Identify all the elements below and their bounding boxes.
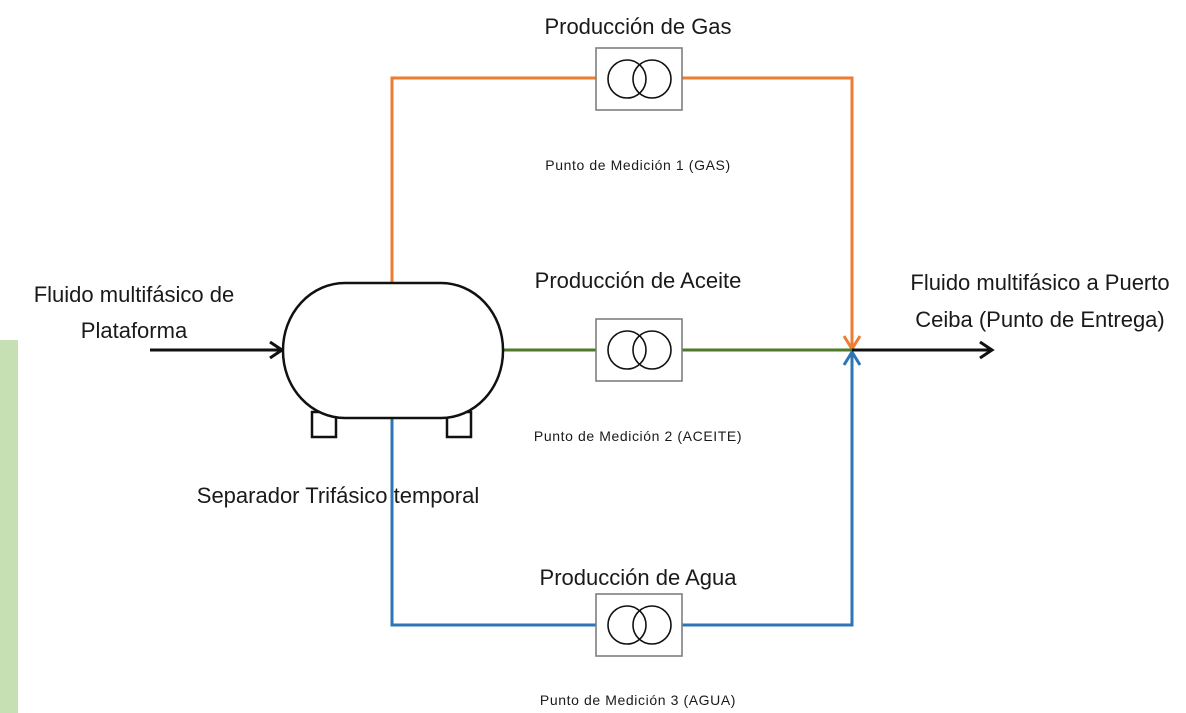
gas-flow-meter xyxy=(595,47,683,111)
gas-meter-rotor-right xyxy=(632,59,672,99)
oil-meter-rotor-left xyxy=(607,330,647,370)
oil-production-title: Producción de Aceite xyxy=(535,268,742,293)
water-stream: Producción de Agua Punto de Medición 3 (… xyxy=(390,349,862,708)
water-pipe-to-outlet xyxy=(682,352,854,627)
gas-meter-label: Punto de Medición 1 (GAS) xyxy=(545,157,730,173)
outlet-label-line2: Ceiba (Punto de Entrega) xyxy=(915,307,1165,332)
oil-stream: Producción de Aceite Punto de Medición 2… xyxy=(503,268,852,444)
gas-pipe-to-meter xyxy=(390,76,596,283)
gas-meter-rotor-left xyxy=(607,59,647,99)
water-arrow-head xyxy=(842,349,862,366)
side-strip xyxy=(0,340,18,713)
outlet-arrow-head xyxy=(979,340,995,360)
water-pipe-to-meter xyxy=(390,418,596,627)
three-phase-separator: Separador Trifásico temporal xyxy=(197,281,505,508)
separator-vessel xyxy=(281,281,505,420)
water-meter-label: Punto de Medición 3 (AGUA) xyxy=(540,692,736,708)
gas-pipe-to-outlet xyxy=(682,76,854,349)
gas-stream: Producción de Gas Punto de Medición 1 (G… xyxy=(390,14,862,352)
separator-label: Separador Trifásico temporal xyxy=(197,483,479,508)
inlet-label-line1: Fluido multifásico de xyxy=(34,282,235,307)
oil-meter-label: Punto de Medición 2 (ACEITE) xyxy=(534,428,742,444)
water-production-title: Producción de Agua xyxy=(540,565,738,590)
gas-production-title: Producción de Gas xyxy=(544,14,731,39)
water-meter-rotor-right xyxy=(632,605,672,645)
water-flow-meter xyxy=(595,593,683,657)
oil-meter-rotor-right xyxy=(632,330,672,370)
inlet-stream: Fluido multifásico de Plataforma xyxy=(34,282,285,360)
oil-flow-meter xyxy=(595,318,683,382)
outlet-label-line1: Fluido multifásico a Puerto xyxy=(910,270,1169,295)
water-meter-rotor-left xyxy=(607,605,647,645)
outlet-stream: Fluido multifásico a Puerto Ceiba (Punto… xyxy=(852,270,1170,360)
inlet-label-line2: Plataforma xyxy=(81,318,188,343)
